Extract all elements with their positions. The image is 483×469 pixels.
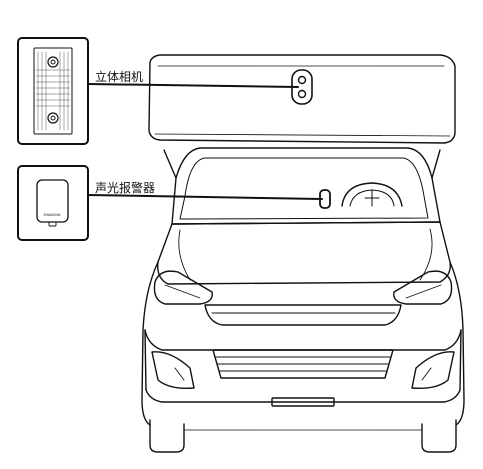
camera-callout-label: 立体相机 (95, 70, 144, 84)
hood (157, 221, 451, 285)
headlight-left-inner (164, 284, 201, 299)
alarm-leader-line (87, 194, 323, 200)
headlight-right-inner (405, 284, 442, 299)
fender-right (449, 261, 465, 426)
headlight-left (153, 270, 213, 305)
front-bumper (144, 329, 462, 351)
fog-light-left-inner (174, 367, 185, 381)
lower-grille (212, 349, 394, 379)
hood-crease-left (178, 229, 191, 281)
windshield-frame (171, 147, 441, 225)
truck-body (141, 54, 465, 453)
camera-leader-line (87, 83, 299, 88)
wheel-left (149, 419, 185, 453)
a-pillar-left (163, 149, 177, 179)
fender-left (141, 261, 159, 426)
wheel-right (421, 419, 457, 453)
roof-box (148, 54, 456, 144)
roof-box-bottom-line (154, 133, 451, 137)
steering-wheel (341, 182, 403, 207)
bumper-side-right (459, 329, 462, 391)
headlight-right (393, 270, 453, 305)
hood-crease-right (419, 228, 433, 281)
alarm-callout-label: 声光报警器 (95, 181, 156, 195)
license-plate (271, 397, 335, 407)
camera-thumbnail (17, 37, 89, 145)
alarm-device-brand: SHANGHAI (44, 213, 61, 217)
a-pillar-right (431, 149, 441, 179)
bumper-side-left (144, 329, 147, 391)
bumper-lower-edge (145, 389, 461, 403)
fog-light-left (151, 351, 195, 390)
upper-grille (204, 304, 402, 326)
windshield-glass (179, 157, 429, 220)
fog-light-right (411, 351, 455, 390)
alarm-thumbnail (17, 165, 89, 241)
fog-light-right-inner (421, 367, 432, 381)
